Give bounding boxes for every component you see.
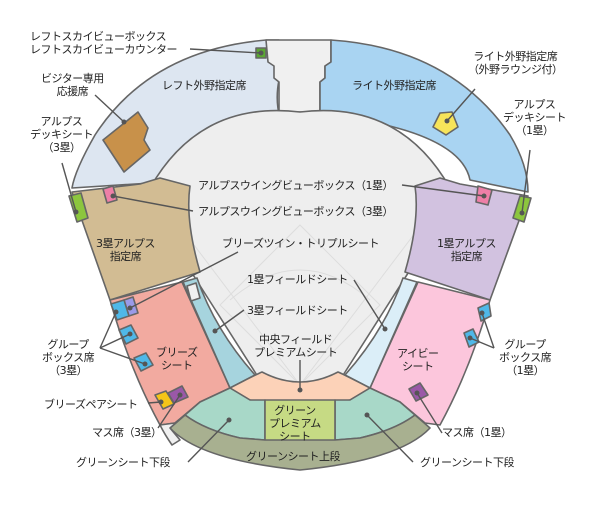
center-field-premium-label-line2: プレミアムシート [254,346,338,359]
ivy-seat-label-line1: アイビー [397,347,439,360]
alps-1b-label-line2: 指定席 [450,250,483,263]
masu-3b-callout: マス席（3塁） [92,426,162,439]
left-sky-view-counter-label: レフトスカイビューカウンター [30,43,178,56]
right-outfield-label: ライト外野指定席 [352,79,437,92]
visitor-cheer-label-line2: 応援席 [56,85,89,98]
breeze-seat-label: ブリーズ シート [156,346,198,372]
left-sky-view-box-label: レフトスカイビューボックス [30,30,167,43]
green-premium-label-line2: プレミアム [269,417,321,430]
group-box-3b-callout: グループ ボックス席 （3塁） [42,338,95,377]
alps-3b-label-line1: 3塁アルプス [96,237,155,250]
left-outfield-label: レフト外野指定席 [162,79,247,92]
alps-deck-1b-label-line2: デッキシート [503,111,567,124]
group-box-1b-1[interactable] [477,302,492,322]
breeze-seat-label-line1: ブリーズ [156,346,198,359]
alps-deck-1b-label-line3: （1塁） [515,124,555,137]
group-box-1b-label-line2: ボックス席 [499,351,552,364]
green-lower-3b-callout: グリーンシート下段 [76,456,170,469]
alps-deck-3b-callout: アルプス デッキシート （3塁） [30,115,94,154]
green-premium-label: グリーン プレミアム シート [269,404,321,443]
wing-box-3b[interactable] [102,185,118,204]
visitor-cheer-callout: ビジター専用 応援席 [41,72,104,98]
breeze-pair-callout: ブリーズペアシート [44,398,138,411]
green-premium-seats[interactable] [264,399,336,443]
group-box-1b-label-line3: （1塁） [506,364,545,377]
group-box-3b-label-line2: ボックス席 [42,351,95,364]
left-sky-view-callout: レフトスカイビューボックス レフトスカイビューカウンター [30,30,178,56]
masu-1b-callout: マス席（1塁） [442,426,512,439]
alps-3b-label-line2: 指定席 [109,250,142,263]
center-field-premium-callout: 中央フィールド プレミアムシート [254,333,338,359]
field-1b-callout: 1塁フィールドシート [247,273,348,286]
center-field-premium-label-line1: 中央フィールド [258,333,333,346]
group-box-3b-label-line3: （3塁） [49,364,88,377]
breeze-seat-label-line2: シート [160,359,193,372]
alps-1b-label: 1塁アルプス 指定席 [437,237,496,263]
green-upper-seats[interactable] [169,414,431,471]
group-box-1b-callout: グループ ボックス席 （1塁） [499,338,552,377]
visitor-cheer-label-line1: ビジター専用 [41,72,104,85]
alps-deck-3b-label-line3: （3塁） [42,141,82,154]
alps-1b-label-line1: 1塁アルプス [437,237,496,250]
green-premium-label-line1: グリーン [274,404,316,417]
wing-box-1b-callout: アルプスウイングビューボックス（1塁） [198,179,394,192]
group-box-3b-label-line1: グループ [47,338,89,351]
green-lower-1b-callout: グリーンシート下段 [420,456,514,469]
visitor-cheer-section[interactable] [102,111,151,173]
alps-deck-3b-label-line1: アルプス [40,115,83,128]
green-premium-label-line3: シート [279,430,311,443]
right-lounge-callout: ライト外野指定席 （外野ラウンジ付） [468,50,563,76]
alps-deck-1b-callout: アルプス デッキシート （1塁） [503,98,567,137]
right-lounge-seat[interactable] [432,111,459,136]
alps-3b-label: 3塁アルプス 指定席 [96,237,155,263]
wing-box-3b-callout: アルプスウイングビューボックス（3塁） [198,205,394,218]
alps-1b-seats[interactable] [404,177,529,301]
ivy-seat-label: アイビー シート [397,347,439,373]
group-box-1b-label-line1: グループ [504,338,546,351]
alps-deck-1b-label-line1: アルプス [513,98,556,111]
alps-deck-3b-label-line2: デッキシート [30,128,94,141]
green-upper-label: グリーンシート上段 [246,450,340,463]
ivy-seat-label-line2: シート [401,360,434,373]
field-3b-callout: 3塁フィールドシート [247,304,348,317]
right-lounge-label-line1: ライト外野指定席 [473,50,558,63]
breeze-twin-callout: ブリーズツイン・トリプルシート [222,237,379,250]
right-lounge-label-line2: （外野ラウンジ付） [468,63,563,76]
